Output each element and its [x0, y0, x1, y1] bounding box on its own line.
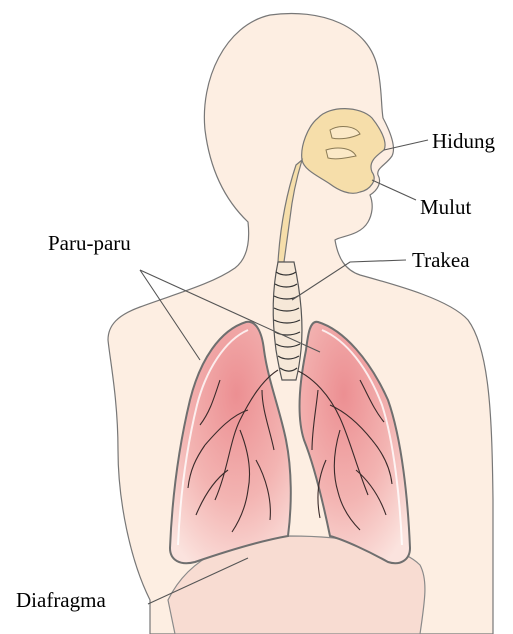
- trakea-label: Trakea: [412, 250, 470, 271]
- diafragma-label: Diafragma: [16, 590, 106, 611]
- paru-paru-label: Paru-paru: [48, 233, 131, 254]
- mulut-label: Mulut: [420, 197, 471, 218]
- hidung-label: Hidung: [432, 131, 495, 152]
- mulut-pointer: [372, 180, 416, 200]
